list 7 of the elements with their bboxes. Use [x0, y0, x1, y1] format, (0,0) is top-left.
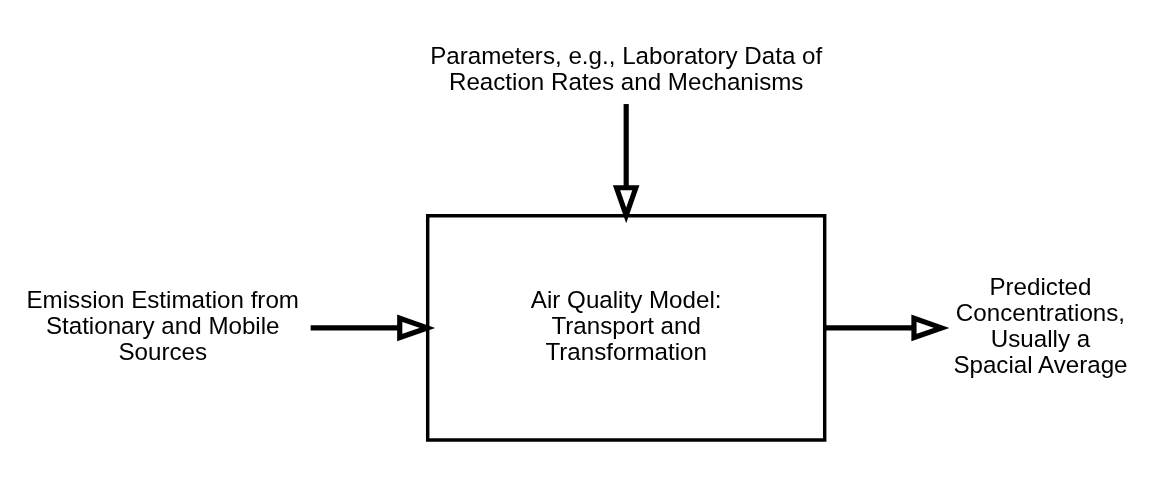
node-text: Predicted Concentrations, Usually a Spacial Average [953, 272, 1128, 378]
arrow [612, 103, 640, 223]
arrow [824, 314, 950, 341]
node-text: Emission Estimation from Stationary and Mobile Sources [26, 285, 299, 365]
node-text: Parameters, e.g., Laboratory Data of Reaction Rates and Mechanisms [430, 41, 823, 95]
node-box: Air Quality Model: Transport and Transformation [425, 213, 827, 442]
arrow [310, 314, 436, 341]
